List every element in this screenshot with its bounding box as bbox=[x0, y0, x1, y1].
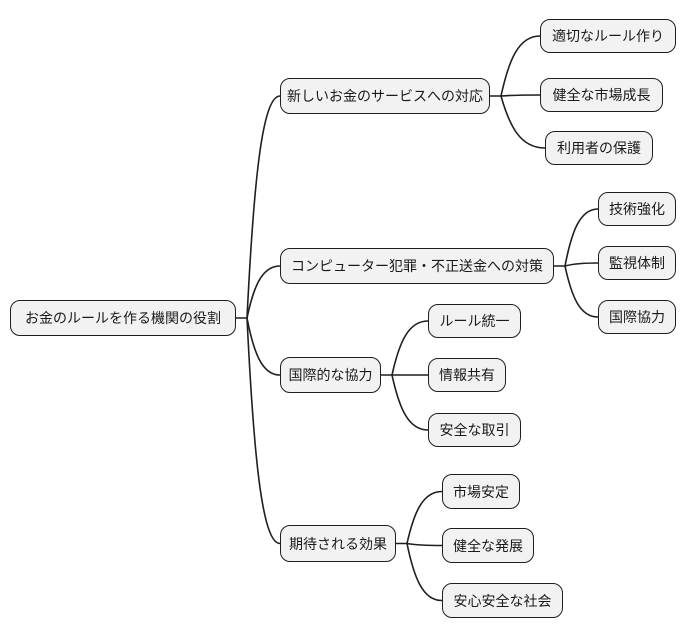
leaf-node-safe-secure-society: 安心安全な社会 bbox=[442, 583, 563, 618]
branch-node-expected-effects: 期待される効果 bbox=[280, 525, 396, 562]
mindmap-edge bbox=[500, 35, 541, 97]
leaf-node-appropriate-rule-making: 適切なルール作り bbox=[540, 19, 676, 53]
mindmap-edge bbox=[500, 95, 546, 149]
leaf-node-healthy-market-growth: 健全な市場成長 bbox=[540, 78, 663, 112]
leaf-node-monitoring-system: 監視体制 bbox=[598, 246, 676, 280]
leaf-node-international-cooperation-measure: 国際協力 bbox=[598, 300, 676, 334]
leaf-node-rule-unification: ルール統一 bbox=[428, 304, 521, 338]
mindmap-edge bbox=[246, 95, 281, 319]
mindmap-edge bbox=[406, 542, 443, 602]
leaf-node-market-stability: 市場安定 bbox=[442, 474, 520, 509]
branch-node-cybercrime-countermeasures: コンピューター犯罪・不正送金への対策 bbox=[280, 248, 554, 284]
mindmap-edge bbox=[406, 542, 443, 547]
mindmap-edge bbox=[564, 265, 599, 318]
mindmap-edge bbox=[391, 320, 429, 376]
mindmap-root-node: お金のルールを作る機関の役割 bbox=[10, 300, 236, 336]
branch-node-new-money-services: 新しいお金のサービスへの対応 bbox=[280, 78, 490, 114]
mindmap-edge bbox=[500, 94, 541, 97]
mindmap-edge bbox=[246, 317, 281, 545]
leaf-node-information-sharing: 情報共有 bbox=[428, 358, 506, 392]
mindmap-edge bbox=[406, 490, 443, 545]
leaf-node-healthy-development: 健全な発展 bbox=[442, 528, 534, 563]
mindmap-edge bbox=[391, 374, 429, 431]
leaf-node-safe-transactions: 安全な取引 bbox=[428, 413, 521, 447]
branch-node-international-cooperation: 国際的な協力 bbox=[280, 357, 381, 393]
leaf-node-user-protection: 利用者の保護 bbox=[545, 131, 653, 165]
mindmap-edge bbox=[564, 262, 599, 267]
mindmap-edge bbox=[246, 317, 281, 376]
mindmap-edge bbox=[246, 265, 281, 319]
mindmap-edge bbox=[564, 208, 599, 267]
leaf-node-technology-strengthening: 技術強化 bbox=[598, 192, 676, 226]
